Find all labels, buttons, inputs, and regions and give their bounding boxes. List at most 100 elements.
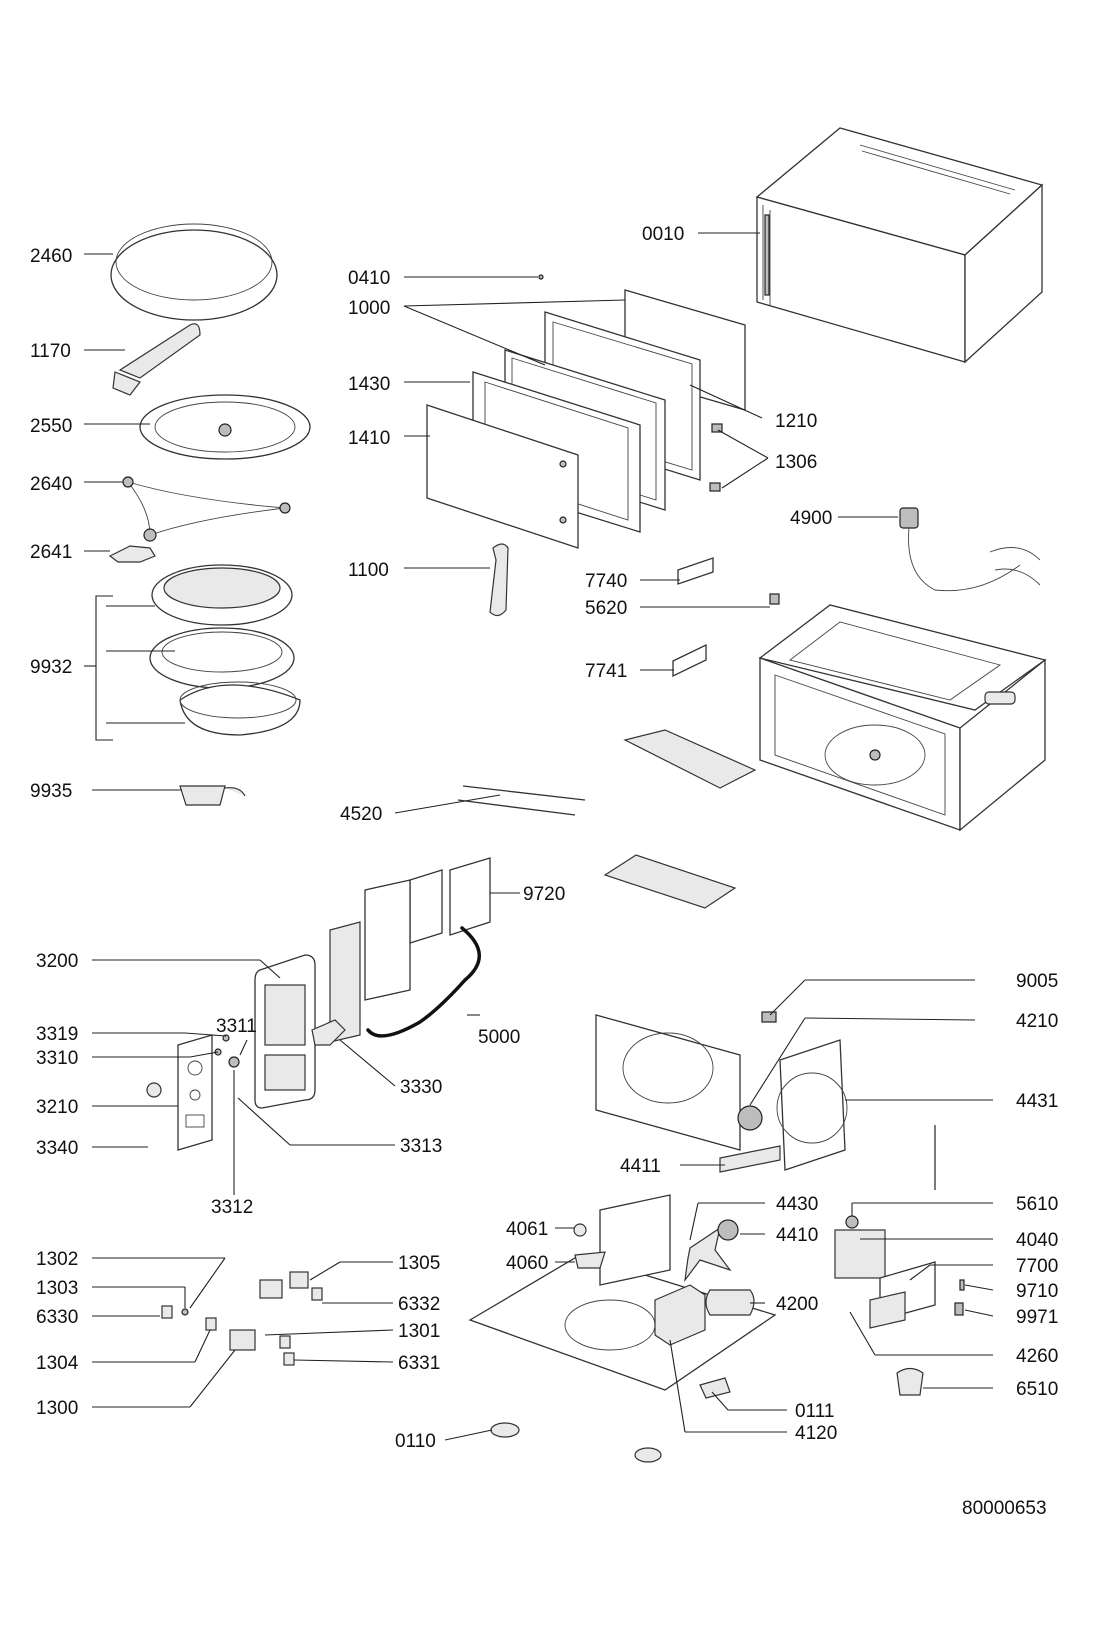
label-0111: 0111	[795, 1401, 834, 1422]
label-5000: 5000	[478, 1027, 520, 1048]
label-7700: 7700	[1016, 1256, 1058, 1277]
label-4061: 4061	[506, 1219, 548, 1240]
foot-0110	[490, 1422, 662, 1463]
part-4061	[573, 1223, 587, 1237]
label-4431: 4431	[1016, 1091, 1058, 1112]
part-3330	[311, 1019, 346, 1046]
label-2640: 2640	[30, 474, 72, 495]
fan-assembly	[599, 1194, 739, 1286]
wire-harness-5000	[366, 926, 481, 1038]
label-0010: 0010	[642, 224, 684, 245]
roller-support-2640	[122, 476, 291, 542]
coupler-1170	[112, 323, 201, 396]
knob-3340	[146, 1082, 162, 1098]
label-3319: 3319	[36, 1024, 78, 1045]
document-number: 80000653	[962, 1498, 1047, 1519]
label-1430: 1430	[348, 374, 390, 395]
roller-ring-2460	[110, 223, 278, 321]
label-1306: 1306	[775, 452, 817, 473]
label-9932: 9932	[30, 657, 72, 678]
label-6510: 6510	[1016, 1379, 1058, 1400]
label-3330: 3330	[400, 1077, 442, 1098]
label-3312: 3312	[211, 1197, 253, 1218]
heater-elements-4520	[457, 785, 586, 816]
label-4060: 4060	[506, 1253, 548, 1274]
part-4060	[574, 1251, 606, 1269]
grill-box	[603, 854, 737, 909]
label-4260: 4260	[1016, 1346, 1058, 1367]
hv-module-7700	[869, 1261, 936, 1329]
label-4200: 4200	[776, 1294, 818, 1315]
part-9971	[954, 1302, 964, 1316]
front-plate-3210	[177, 1034, 213, 1151]
board-9720	[449, 857, 491, 936]
fan-motor-4210	[737, 1105, 763, 1131]
cover-7740	[677, 557, 714, 585]
label-2641: 2641	[30, 542, 72, 563]
label-1304: 1304	[36, 1353, 79, 1374]
label-3210: 3210	[36, 1097, 78, 1118]
hinge-1306-a	[711, 423, 723, 433]
label-1301: 1301	[398, 1321, 440, 1342]
steamer-set-9932	[149, 564, 301, 736]
capacitor-4200	[705, 1289, 755, 1316]
thermostat-6510	[896, 1367, 924, 1396]
bracket-4411	[719, 1145, 781, 1173]
measuring-cup-9935	[179, 785, 246, 806]
label-9720: 9720	[523, 884, 565, 905]
label-1210: 1210	[775, 411, 817, 432]
control-boards	[329, 857, 491, 1043]
label-9710: 9710	[1016, 1281, 1058, 1302]
door-handle-1100	[489, 543, 509, 617]
label-4411: 4411	[620, 1156, 661, 1177]
label-1100: 1100	[348, 560, 389, 581]
transformer-4120	[654, 1284, 706, 1346]
label-3340: 3340	[36, 1138, 78, 1159]
control-panel-3200	[254, 954, 316, 1109]
door-switches	[161, 1271, 323, 1366]
label-0410: 0410	[348, 268, 390, 289]
label-5620: 5620	[585, 598, 627, 619]
hinge-1306-b	[709, 482, 721, 492]
part-5620	[769, 593, 780, 605]
label-1170: 1170	[30, 341, 71, 362]
part-0111	[699, 1377, 731, 1399]
label-4430: 4430	[776, 1194, 818, 1215]
label-4040: 4040	[1016, 1230, 1058, 1251]
label-0110: 0110	[395, 1431, 436, 1452]
part-2641	[108, 545, 156, 563]
label-9005: 9005	[1016, 971, 1058, 992]
label-4210: 4210	[1016, 1011, 1058, 1032]
power-cord-4900	[899, 507, 1041, 592]
door-assembly	[426, 289, 746, 549]
door-outer-panel-1410	[426, 404, 579, 549]
label-7741: 7741	[585, 661, 627, 682]
outer-cabinet-0010	[755, 127, 1044, 364]
screw-0410	[538, 274, 544, 280]
label-1000: 1000	[348, 298, 390, 319]
label-3313: 3313	[400, 1136, 442, 1157]
grill-cover	[623, 729, 757, 789]
turntable-plate-2550	[139, 394, 311, 460]
label-1303: 1303	[36, 1278, 78, 1299]
label-1302: 1302	[36, 1249, 78, 1270]
cover-7741	[672, 643, 707, 678]
label-9971: 9971	[1016, 1307, 1058, 1328]
label-3200: 3200	[36, 951, 78, 972]
magnetron-4040	[834, 1215, 886, 1279]
rear-panel	[595, 1014, 741, 1151]
label-3311: 3311	[216, 1016, 257, 1037]
label-2550: 2550	[30, 416, 72, 437]
label-4120: 4120	[795, 1423, 837, 1444]
encoder-3313	[228, 1056, 240, 1068]
label-2460: 2460	[30, 246, 72, 267]
label-6331: 6331	[398, 1353, 440, 1374]
label-7740: 7740	[585, 571, 627, 592]
label-9935: 9935	[30, 781, 72, 802]
label-4410: 4410	[776, 1225, 818, 1246]
label-6330: 6330	[36, 1307, 78, 1328]
oven-cavity	[758, 604, 1047, 832]
fan-duct-4431	[776, 1039, 848, 1171]
part-9005	[761, 1011, 777, 1023]
